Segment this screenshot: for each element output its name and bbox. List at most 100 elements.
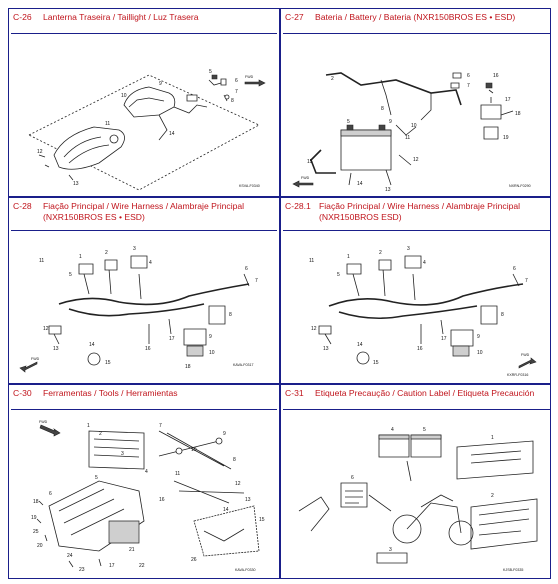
callout: 9	[209, 334, 212, 340]
section-c27: C-27 Bateria / Battery / Bateria (NXR150…	[281, 9, 552, 196]
callout: 10	[209, 350, 215, 356]
callout-numbers: 1 2 3 4 5 6 7 8 9 10 11 12 13 14 15 16 1…	[39, 246, 258, 370]
section-c28: C-28 Fiação Principal / Wire Harness / A…	[9, 198, 279, 383]
fwd-arrow-icon	[245, 80, 265, 86]
callout: 17	[441, 336, 447, 342]
callout: 5	[95, 475, 98, 481]
section-code: C-30	[13, 388, 32, 398]
wire-harness-diagram: 1 2 3 4 5 6 7 8 9 10 11 12 13 14 15 16 1…	[9, 246, 258, 382]
callout: 3	[389, 547, 392, 553]
row-divider-1	[9, 196, 550, 198]
callout: 8	[501, 312, 504, 318]
callout-numbers: 5 6 7 8 9 10 11 12 13 14	[37, 69, 238, 187]
battery-diagram: 2 5 6 7 8 9 10 11 12 13 14 15 16 17 18 1…	[281, 35, 531, 193]
header-underline	[11, 33, 277, 34]
callout: 2	[99, 431, 102, 437]
row-divider-2	[9, 383, 550, 385]
section-code: C-31	[285, 388, 304, 398]
section-header: C-30 Ferramentas / Tools / Herramientas	[13, 388, 275, 399]
fwd-arrow-icon	[519, 358, 536, 368]
callout-numbers: 1 2 3 4 5 6 7 8 9 10 11 12 13 14 15 16 1…	[309, 246, 528, 366]
callout: 19	[503, 135, 509, 141]
callout: 11	[175, 471, 180, 477]
callout: 8	[381, 106, 384, 112]
section-c31: C-31 Etiqueta Precaução / Caution Label …	[281, 385, 552, 579]
caution-label-diagram: 1 2 3 4 5 6 KJSB-F0335	[281, 427, 552, 572]
callout: 1	[491, 435, 494, 441]
callout: 5	[337, 272, 340, 278]
header-underline	[11, 409, 277, 410]
callout: 13	[53, 346, 59, 352]
callout: 16	[417, 346, 423, 352]
callout: 5	[209, 69, 212, 75]
callout: 11	[105, 121, 110, 127]
section-c28-1: C-28.1 Fiação Principal / Wire Harness /…	[281, 198, 552, 383]
fwd-label: FWD	[39, 420, 48, 424]
callout: 17	[109, 563, 115, 569]
callout: 16	[145, 346, 151, 352]
callout: 5	[423, 427, 426, 433]
callout: 10	[411, 123, 417, 129]
callout: 26	[191, 557, 197, 563]
callout: 4	[149, 260, 152, 266]
callout: 13	[323, 346, 329, 352]
taillight-diagram: 5 6 7 8 9 10 11 12 13 14 FWD KSVA-F0340	[9, 69, 279, 195]
section-title: Bateria / Battery / Bateria (NXR150BROS …	[315, 12, 516, 22]
callout: 12	[413, 157, 419, 163]
callout: 14	[357, 181, 363, 187]
callout-numbers: 1 2 3 4 5 6	[351, 427, 494, 553]
callout: 8	[231, 98, 234, 104]
header-underline	[283, 33, 550, 34]
callout: 15	[307, 159, 313, 165]
section-code: C-27	[285, 12, 304, 22]
callout: 6	[467, 73, 470, 79]
callout: 7	[255, 278, 258, 284]
callout: 17	[169, 336, 175, 342]
callout: 21	[129, 547, 135, 553]
callout: 15	[259, 517, 265, 523]
section-c26: C-26 Lanterna Traseira / Taillight / Luz…	[9, 9, 279, 196]
callout: 9	[477, 334, 480, 340]
callout: 5	[347, 119, 350, 125]
callout: 15	[373, 360, 379, 366]
section-title: Fiação Principal / Wire Harness / Alambr…	[319, 201, 521, 222]
callout: 2	[331, 76, 334, 82]
section-code: C-26	[13, 12, 32, 22]
callout: 14	[357, 342, 363, 348]
header-underline	[11, 230, 277, 231]
callout: 3	[407, 246, 410, 252]
callout: 12	[311, 326, 317, 332]
fwd-label: FWD	[521, 353, 530, 357]
fwd-label: FWD	[31, 357, 40, 361]
fwd-arrow-icon	[293, 181, 313, 187]
section-title: Ferramentas / Tools / Herramientas	[43, 388, 178, 398]
wire-harness-esd-diagram: 1 2 3 4 5 6 7 8 9 10 11 12 13 14 15 16 1…	[309, 246, 552, 377]
callout: 18	[515, 111, 521, 117]
callout: 6	[245, 266, 248, 272]
callout: 10	[477, 350, 483, 356]
callout: 11	[405, 135, 410, 141]
callout: 25	[33, 529, 39, 535]
callout: 1	[347, 254, 350, 260]
section-c30: C-30 Ferramentas / Tools / Herramientas …	[9, 385, 279, 579]
section-header: C-27 Bateria / Battery / Bateria (NXR150…	[285, 12, 548, 23]
column-divider	[279, 9, 281, 578]
callout: 13	[245, 497, 251, 503]
callout: 2	[105, 250, 108, 256]
callout: 1	[79, 254, 82, 260]
callout: 13	[73, 181, 79, 187]
section-header: C-31 Etiqueta Precaução / Caution Label …	[285, 388, 548, 399]
callout: 6	[49, 491, 52, 497]
callout: 9	[159, 81, 162, 87]
callout: 7	[235, 89, 238, 95]
callout: 11	[39, 258, 44, 264]
callout: 15	[105, 360, 111, 366]
callout: 18	[185, 364, 191, 370]
callout: 6	[235, 78, 238, 84]
section-header: C-28.1 Fiação Principal / Wire Harness /…	[285, 201, 548, 223]
section-code: C-28.1	[285, 201, 311, 211]
figure-ref: NXRN-F0290	[509, 184, 531, 188]
callout: 1	[87, 423, 90, 429]
callout: 8	[233, 457, 236, 463]
callout: 16	[493, 73, 499, 79]
